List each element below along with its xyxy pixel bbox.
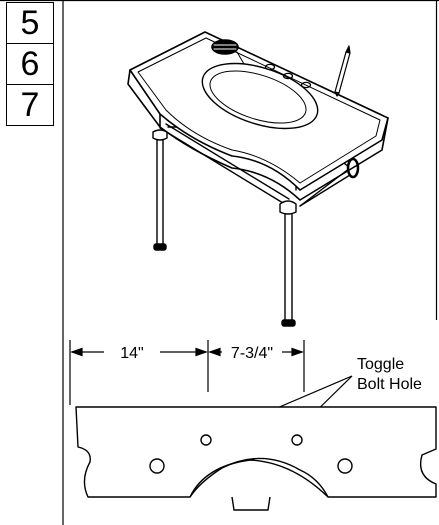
dimension-label-14: 14" bbox=[120, 345, 143, 362]
dimension-line bbox=[69, 340, 305, 405]
sink-front-outline bbox=[75, 406, 437, 498]
toggle-bolt-hole-right bbox=[291, 434, 303, 446]
arrowhead-mid-left bbox=[195, 347, 208, 357]
basin-bowl bbox=[189, 459, 329, 498]
callout-label-line2: Bolt Hole bbox=[357, 376, 422, 393]
arrowhead-right bbox=[291, 347, 304, 357]
drain-stub bbox=[231, 496, 271, 511]
pencil-icon bbox=[334, 45, 351, 97]
mounting-hole-right bbox=[337, 458, 353, 474]
console-legs bbox=[152, 123, 360, 327]
step-number-5: 5 bbox=[6, 2, 54, 44]
callout-label-line1: Toggle bbox=[357, 356, 404, 373]
sink-front-elevation bbox=[75, 406, 437, 511]
dimension-label-7-3-4: 7-3/4" bbox=[231, 345, 273, 362]
mounting-hole-left bbox=[149, 458, 165, 474]
arrowhead-left bbox=[70, 347, 83, 357]
step-number-7: 7 bbox=[6, 84, 54, 126]
arrowhead-mid-right bbox=[208, 347, 221, 357]
toggle-bolt-hole-left bbox=[200, 434, 212, 446]
console-sink-illustration bbox=[127, 31, 389, 327]
counter-top bbox=[127, 31, 389, 201]
